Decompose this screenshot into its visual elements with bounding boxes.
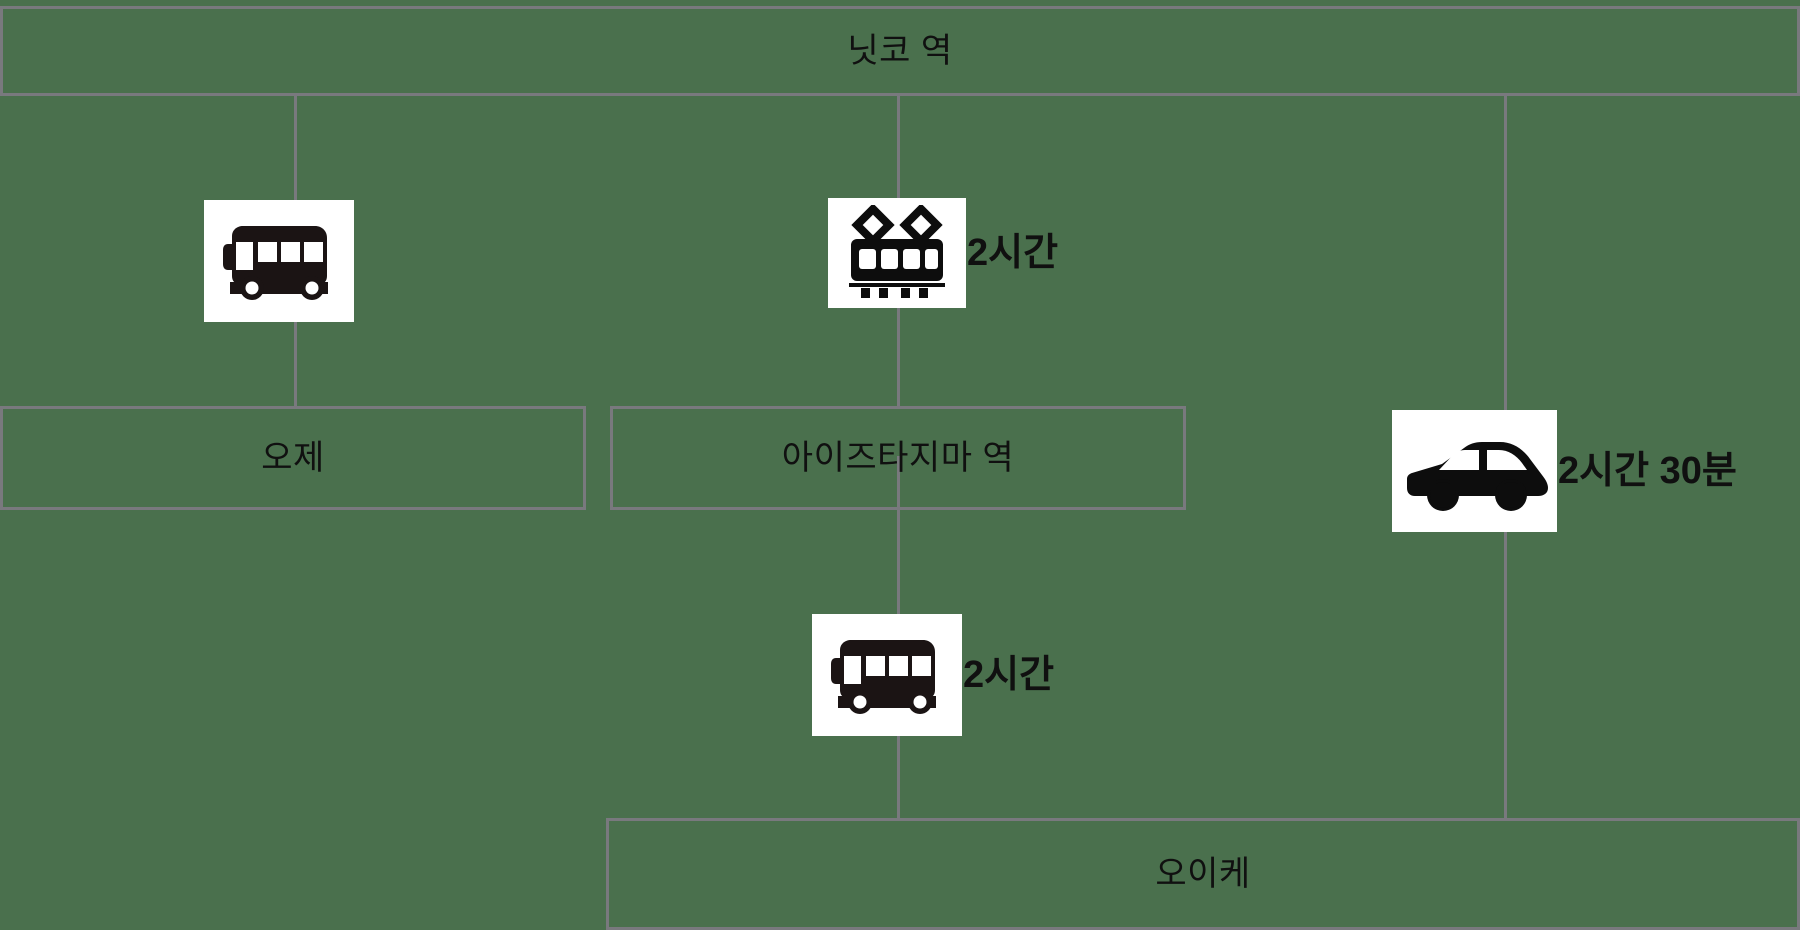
marker-nikko-to-aizu-duration: 2시간 <box>967 232 1059 274</box>
marker-nikko-to-oike[interactable]: 2시간 30분 <box>1392 410 1737 532</box>
node-oze[interactable]: 오제 <box>0 406 586 510</box>
node-nikko-station[interactable]: 닛코 역 <box>0 6 1800 96</box>
node-oike-label: 오이케 <box>1155 855 1251 893</box>
bus-icon <box>812 614 962 736</box>
node-oike[interactable]: 오이케 <box>606 818 1800 930</box>
marker-nikko-to-oike-duration: 2시간 30분 <box>1558 450 1737 492</box>
node-aizu-tajima-station[interactable]: 아이즈타지마 역 <box>610 406 1186 510</box>
marker-nikko-to-oze[interactable] <box>204 200 355 322</box>
marker-aizu-to-oike-duration: 2시간 <box>963 654 1055 696</box>
train-icon <box>828 198 966 308</box>
marker-nikko-to-aizu[interactable]: 2시간 <box>828 198 1058 308</box>
node-oze-label: 오제 <box>261 439 325 477</box>
node-aizu-tajima-station-label: 아이즈타지마 역 <box>781 439 1015 477</box>
bus-icon <box>204 200 354 322</box>
car-icon <box>1392 410 1557 532</box>
node-nikko-station-label: 닛코 역 <box>847 32 953 70</box>
marker-aizu-to-oike[interactable]: 2시간 <box>812 614 1054 736</box>
